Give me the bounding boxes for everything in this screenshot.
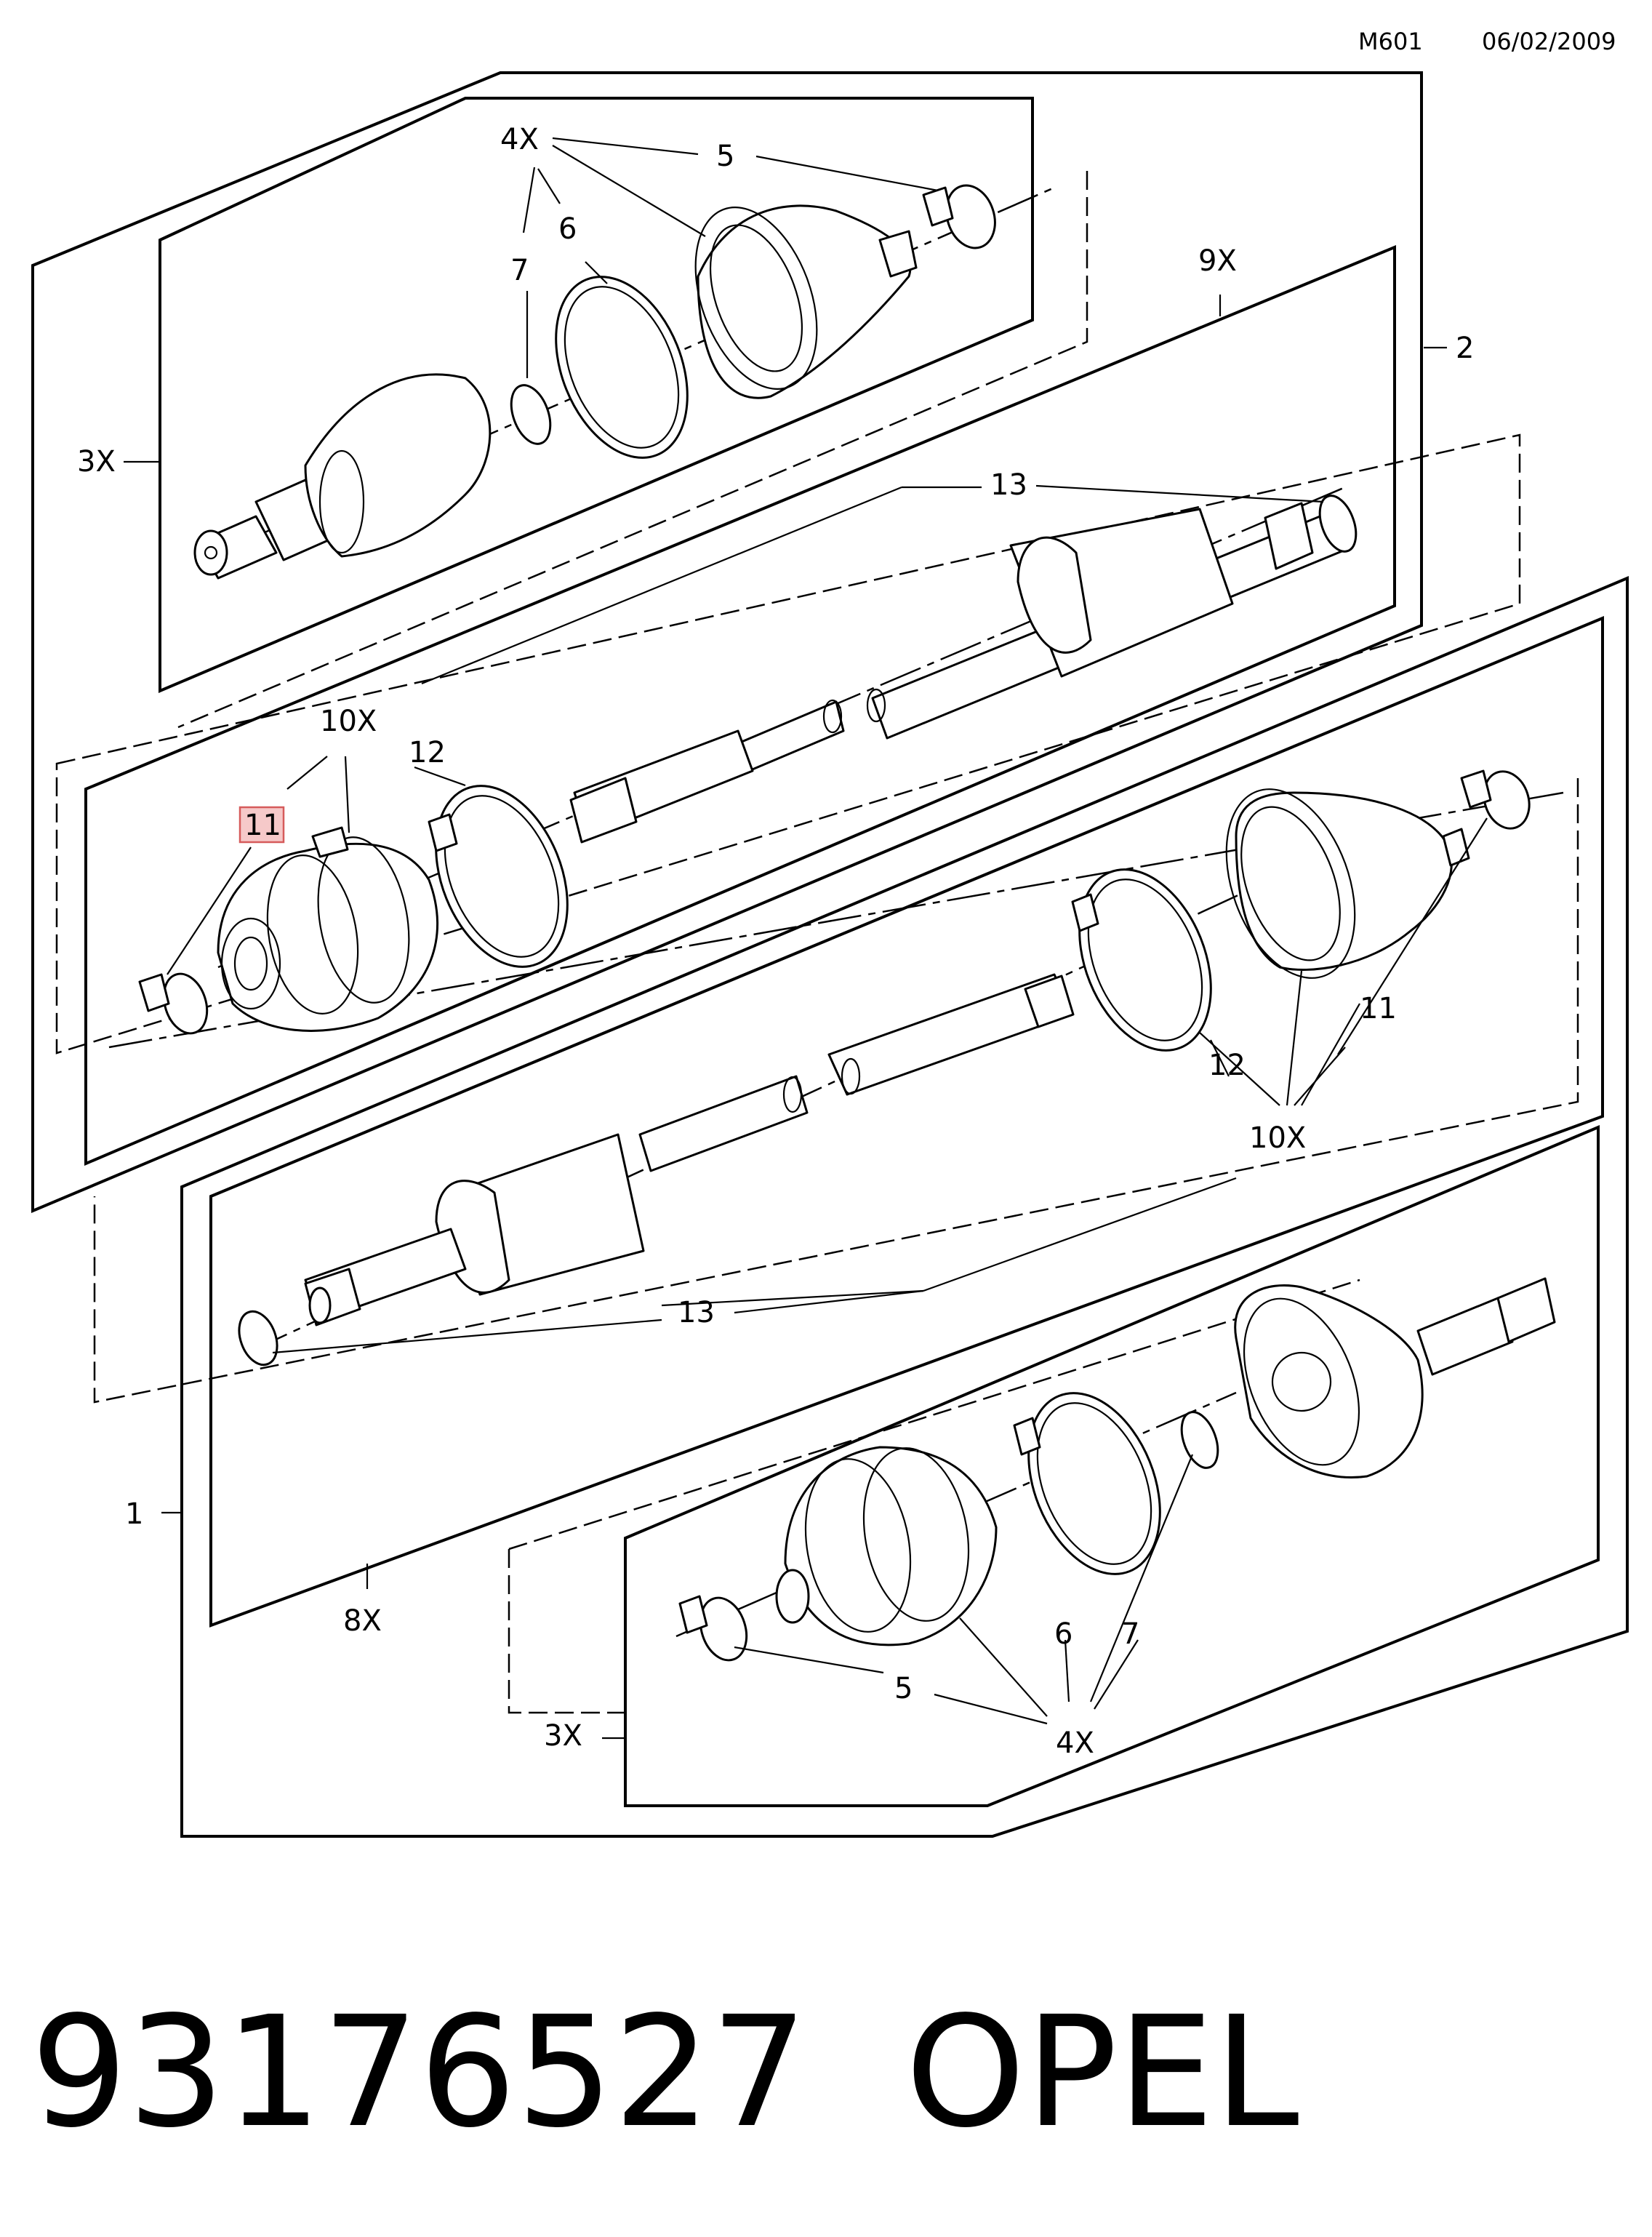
callout-5-top: 5: [716, 140, 734, 173]
bottom-kit-dashed-outline: [508, 1278, 1360, 1714]
callout-9x: 9X: [1198, 244, 1237, 278]
callout-6-bottom: 6: [1054, 1617, 1072, 1651]
clamp-11-upper: [138, 972, 209, 1035]
shaft-8x-frame: [209, 616, 1604, 1628]
snap-ring-13-upper: [1318, 495, 1358, 553]
callout-4x-bottom: 4X: [1056, 1726, 1094, 1760]
callout-3x-bottom: 3X: [544, 1719, 582, 1753]
callout-6-top: 6: [558, 212, 577, 246]
boot-4x-bottom: [775, 1446, 998, 1646]
callouts: 4X 5 6 7 3X 9X 2 13 10X 12 11 11 12 10X …: [77, 123, 1474, 1760]
boot-4x-top: [694, 204, 918, 399]
callout-4x-top: 4X: [500, 123, 539, 156]
diagram-code: M601: [1358, 28, 1423, 55]
clamp-band-6-bottom: [1013, 1392, 1161, 1575]
callout-13-lower: 13: [678, 1296, 715, 1329]
top-kit-dashed-outline: [177, 171, 1088, 729]
clamp-ring-7-top: [510, 384, 552, 445]
callout-7-top: 7: [510, 254, 529, 287]
boot-10x-lower: [1225, 788, 1470, 979]
lower-inner-joint-dashed-outline: [93, 778, 1579, 1404]
diagram-date: 06/02/2009: [1482, 28, 1616, 55]
boot-10x-upper: [217, 826, 439, 1032]
callout-7-bottom: 7: [1121, 1617, 1139, 1651]
outer-cv-joint-top: [193, 373, 492, 580]
assembly-1-frame: [180, 575, 1629, 1838]
callout-2: 2: [1456, 332, 1474, 365]
drive-shaft-lower: [304, 973, 1075, 1326]
highlight-marker: [238, 806, 285, 844]
callout-3x-top: 3X: [77, 445, 116, 479]
brand-name: OPEL: [905, 1983, 1299, 2161]
leader-lines: [124, 137, 1488, 1740]
callout-12-upper: 12: [409, 736, 446, 769]
clamp-5-bottom: [678, 1595, 748, 1662]
top-outer-joint-frame: [159, 97, 1034, 694]
callout-11-highlighted: 11: [244, 809, 281, 842]
callout-10x-lower: 10X: [1249, 1121, 1306, 1155]
callout-13-upper: 13: [990, 468, 1027, 502]
outer-cv-joint-bottom: [1234, 1277, 1556, 1478]
clamp-band-12-upper: [428, 785, 569, 968]
part-number: 93176527: [31, 1983, 808, 2161]
callout-12-lower: 12: [1208, 1049, 1246, 1082]
drive-shaft-upper: [569, 502, 1354, 844]
clamp-ring-7-bottom: [1180, 1411, 1219, 1469]
clamp-band-12-lower: [1071, 868, 1212, 1052]
callout-10x-upper: 10X: [320, 705, 377, 738]
callout-8x: 8X: [343, 1604, 382, 1638]
callout-1: 1: [125, 1497, 143, 1531]
callout-11-lower: 11: [1360, 992, 1397, 1025]
shaft-9x-frame: [84, 245, 1396, 1166]
assembly-2-frame: [31, 71, 1423, 1214]
clamp-5-top: [922, 184, 996, 249]
snap-ring-13-lower: [238, 1310, 278, 1366]
clamp-band-6-top: [555, 276, 689, 459]
bottom-outer-joint-frame: [624, 1124, 1600, 1807]
clamp-11-lower: [1460, 769, 1531, 830]
callout-5-bottom: 5: [894, 1672, 913, 1705]
